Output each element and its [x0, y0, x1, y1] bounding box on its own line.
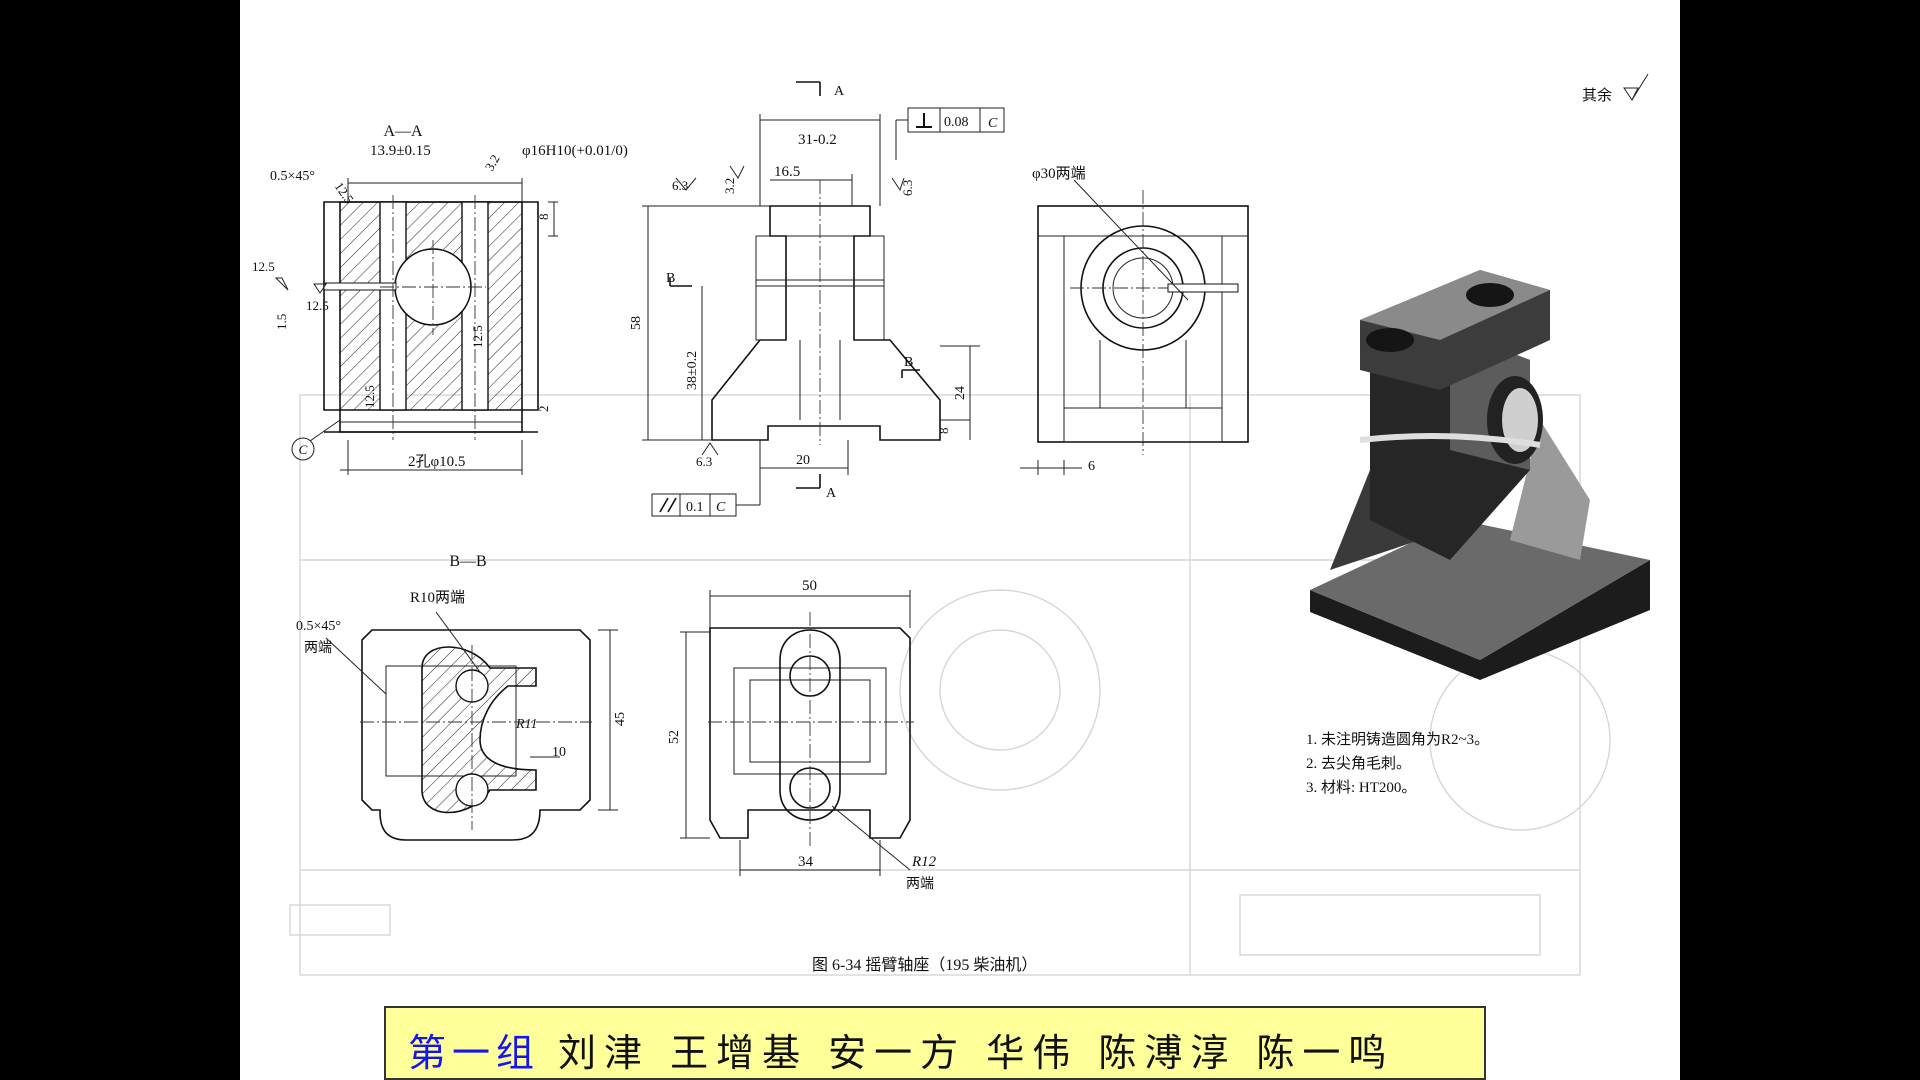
- dim-both-ends: 两端: [304, 640, 332, 656]
- dim-1-5: 1.5: [274, 314, 289, 330]
- technical-notes: 1. 未注明铸造圆角为R2~3。 2. 去尖角毛刺。 3. 材料: HT200。: [1306, 731, 1489, 796]
- dim-6-3b: 6.3: [900, 180, 915, 196]
- slide: A—A 13.9±0.15 0.5×45° 12.5 3.2 φ16H10(+0…: [240, 0, 1680, 1080]
- dim-2: 2: [536, 406, 551, 413]
- group-label: 第一组: [408, 1031, 541, 1075]
- dim-50: 50: [802, 578, 817, 594]
- dim-2-holes: 2孔φ10.5: [408, 453, 465, 470]
- dim-chamfer: 0.5×45°: [270, 169, 315, 184]
- perpendicularity-value: 0.08: [944, 115, 969, 130]
- perpendicularity-datum: C: [988, 116, 998, 131]
- dim-r10: R10两端: [410, 589, 465, 606]
- dim-12-5c: 12.5: [306, 298, 329, 313]
- figure-caption: 图 6-34 摇臂轴座（195 柴油机）: [812, 956, 1037, 974]
- dim-16-5: 16.5: [774, 164, 800, 180]
- dim-45: 45: [613, 712, 628, 726]
- dim-6-3c: 6.3: [696, 454, 712, 469]
- background-ghost-lines: [289, 394, 1611, 976]
- dim-phi30: φ30两端: [1032, 165, 1086, 182]
- dim-r12: R12: [911, 854, 937, 870]
- dim-12-5b: 12.5: [252, 259, 275, 274]
- parallelism-value: 0.1: [686, 500, 704, 515]
- dim-12-5e: 12.5: [362, 385, 377, 408]
- dim-58: 58: [629, 316, 644, 330]
- group-member-names: 刘津 王增基 安一方 华伟 陈溥淳 陈一鸣: [558, 1031, 1395, 1075]
- dim-24: 24: [953, 386, 968, 400]
- dim-3-2a: 3.2: [482, 152, 503, 174]
- dim-bore: φ16H10(+0.01/0): [522, 143, 628, 159]
- dim-chamfer-2: 0.5×45°: [296, 619, 341, 634]
- datum-c-marker: C: [299, 442, 308, 457]
- section-b-b: B—B R10两端 0.5×45° 两端 R11 10 45: [296, 553, 628, 841]
- note-3: 3. 材料: HT200。: [1306, 779, 1416, 796]
- dim-52: 52: [667, 730, 682, 744]
- parallelism-datum: C: [716, 500, 726, 515]
- section-bb-title: B—B: [449, 553, 486, 570]
- section-arrow-a-top: A: [834, 84, 845, 99]
- dim-13-9: 13.9±0.15: [370, 143, 431, 159]
- dim-8a: 8: [536, 214, 551, 221]
- section-arrow-a-bottom: A: [826, 486, 837, 501]
- dim-34: 34: [798, 854, 814, 870]
- dim-10: 10: [552, 745, 566, 760]
- section-arrow-b-top: B: [666, 271, 675, 286]
- top-view: 50 52 34 R12 两端: [667, 578, 937, 892]
- dim-20: 20: [796, 453, 810, 468]
- isometric-render: [1310, 270, 1650, 680]
- dim-r12-both-ends: 两端: [906, 876, 934, 892]
- dim-3-2b: 3.2: [722, 178, 737, 194]
- dim-38: 38±0.2: [685, 351, 700, 390]
- note-2: 2. 去尖角毛刺。: [1306, 755, 1411, 772]
- other-surfaces-roughness: 其余: [1582, 73, 1649, 104]
- front-view: A 0.08 C 31-0.2 16.5 6.3 3.2 6.3 B 58 38…: [629, 81, 1005, 517]
- engineering-drawing: A—A 13.9±0.15 0.5×45° 12.5 3.2 φ16H10(+0…: [252, 73, 1650, 976]
- note-1: 1. 未注明铸造圆角为R2~3。: [1306, 731, 1489, 748]
- section-arrow-b-right: B: [904, 355, 913, 370]
- side-view: φ30两端 6: [1020, 165, 1249, 475]
- other-roughness-label: 其余: [1582, 86, 1612, 104]
- dim-r11: R11: [515, 717, 538, 732]
- dim-12-5d: 12.5: [470, 325, 485, 348]
- dim-6: 6: [1088, 459, 1095, 474]
- dim-31: 31-0.2: [798, 132, 837, 148]
- group-caption-bar: 第一组 刘津 王增基 安一方 华伟 陈溥淳 陈一鸣: [384, 1006, 1486, 1080]
- section-a-a: A—A 13.9±0.15 0.5×45° 12.5 3.2 φ16H10(+0…: [252, 123, 628, 475]
- section-aa-title: A—A: [383, 123, 423, 140]
- dim-6-3a: 6.3: [672, 178, 688, 193]
- dim-8b: 8: [936, 428, 951, 435]
